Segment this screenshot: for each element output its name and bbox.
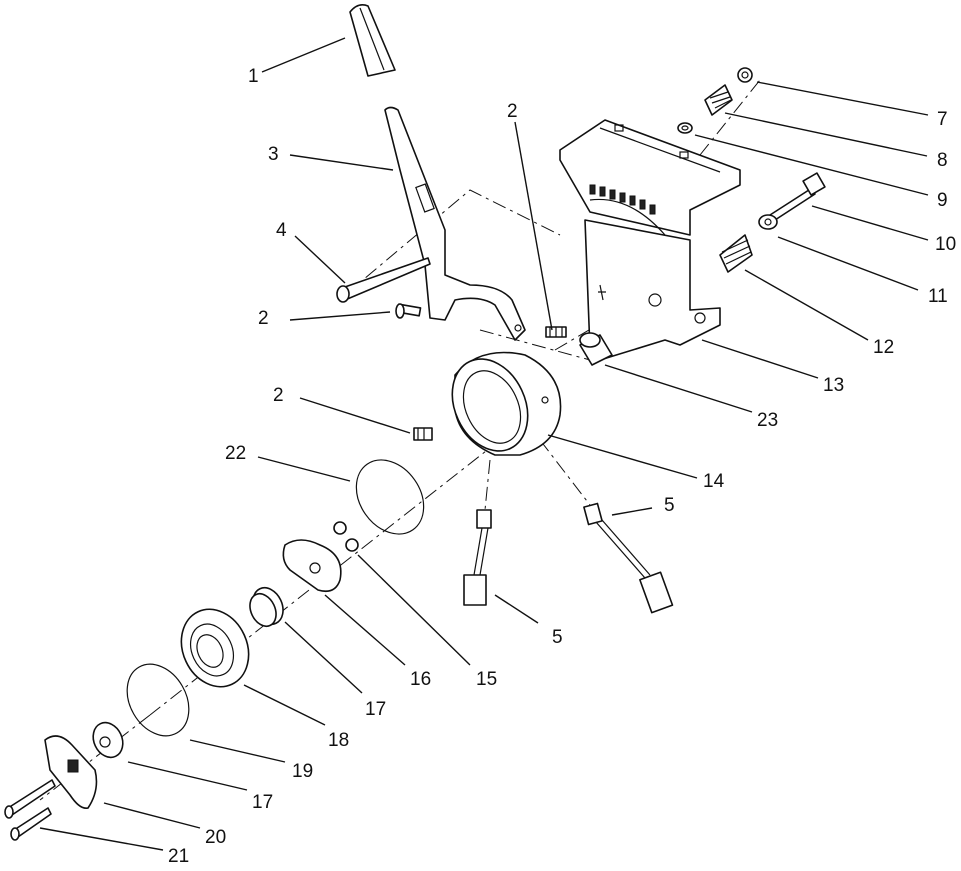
part-pin-lower <box>10 807 52 841</box>
callout-2-mid: 2 <box>273 385 284 406</box>
callout-23: 23 <box>757 410 778 431</box>
part-nut <box>737 67 753 83</box>
part-bushing-lower <box>92 721 124 759</box>
part-washer-small <box>677 122 693 134</box>
part-o-ring <box>355 459 425 535</box>
callout-21: 21 <box>168 846 189 867</box>
part-spacer <box>579 332 613 366</box>
leader-lines <box>39 37 929 851</box>
callout-labels: 1 2 3 4 2 2 7 8 9 10 11 12 13 23 2 22 14… <box>168 66 956 867</box>
callout-10: 10 <box>935 234 956 255</box>
callout-2-left: 2 <box>258 308 269 329</box>
callout-18: 18 <box>328 730 349 751</box>
callout-5-left: 5 <box>552 627 563 648</box>
part-lever <box>384 106 526 341</box>
callout-7: 7 <box>937 109 948 130</box>
part-bolt <box>769 172 826 221</box>
part-knob <box>349 4 396 77</box>
callout-14: 14 <box>703 471 725 492</box>
part-screw-upper-right <box>545 326 567 338</box>
callout-12: 12 <box>873 337 894 358</box>
part-cam <box>44 735 98 810</box>
bracket-slots <box>589 184 656 215</box>
callout-19: 19 <box>292 761 313 782</box>
callout-17-upper: 17 <box>365 699 386 720</box>
callout-11: 11 <box>928 286 948 307</box>
callout-8: 8 <box>937 150 948 171</box>
part-mounting-bracket <box>559 119 741 361</box>
part-screw-upper-left <box>395 303 422 319</box>
part-spring-large <box>719 234 753 273</box>
callout-16: 16 <box>410 669 431 690</box>
part-pin-upper <box>4 779 56 819</box>
part-sensor-left <box>463 509 492 606</box>
callout-1: 1 <box>248 66 259 87</box>
callout-5-right: 5 <box>664 495 675 516</box>
part-screw-lower <box>413 427 433 441</box>
part-spring-small <box>704 84 733 116</box>
callout-15: 15 <box>476 669 497 690</box>
callout-20: 20 <box>205 827 226 848</box>
part-bearing <box>180 608 250 688</box>
part-sensor-right <box>583 502 674 614</box>
callout-9: 9 <box>937 190 948 211</box>
part-washer-large <box>758 214 778 230</box>
callout-3: 3 <box>268 144 279 165</box>
callout-2-top: 2 <box>507 101 518 122</box>
callout-17-lower: 17 <box>252 792 273 813</box>
part-small-nuts <box>333 521 359 552</box>
part-snap-ring <box>126 663 190 737</box>
part-bushing-upper <box>249 586 284 628</box>
callout-4: 4 <box>276 220 287 241</box>
part-cam-plate <box>282 539 342 593</box>
part-clevis-pin <box>336 257 431 303</box>
part-housing <box>451 351 562 456</box>
callout-13: 13 <box>823 375 844 396</box>
callout-22: 22 <box>225 443 246 464</box>
